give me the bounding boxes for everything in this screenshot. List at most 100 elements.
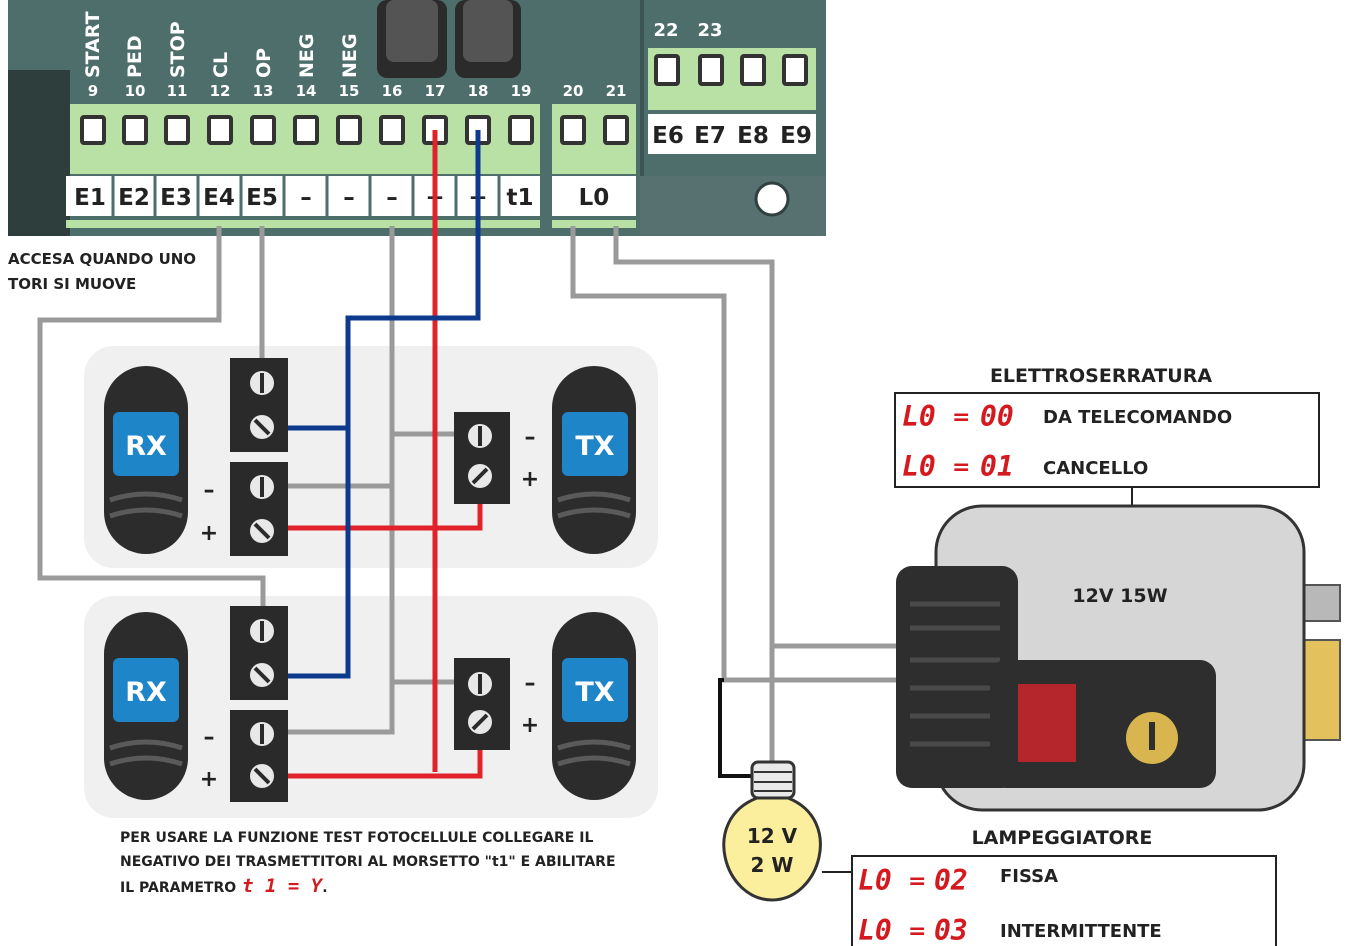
lamp-option-1: L0 = 03 INTERMITTENTE bbox=[858, 914, 1162, 946]
num-13: 13 bbox=[253, 82, 274, 100]
rx2-minus: – bbox=[204, 725, 215, 750]
num-21: 21 bbox=[606, 82, 627, 100]
num-16: 16 bbox=[382, 82, 403, 100]
screw-terminals bbox=[230, 358, 510, 802]
tx-device-2: TX bbox=[552, 612, 636, 800]
blue-wires bbox=[288, 130, 481, 679]
note-bottom: PER USARE LA FUNZIONE TEST FOTOCELLULE C… bbox=[120, 830, 616, 897]
term-e6: E6 bbox=[652, 123, 684, 149]
board-hole bbox=[754, 181, 790, 217]
rx-label-2: RX bbox=[125, 677, 167, 708]
num-9: 9 bbox=[88, 82, 98, 100]
label-stop: STOP bbox=[167, 21, 189, 78]
rx1-terminal-upper bbox=[230, 358, 288, 452]
term-e7: E7 bbox=[694, 123, 726, 149]
lamp-option-1-code: L0 bbox=[858, 914, 892, 946]
note-top-line1: ACCESA QUANDO UNO bbox=[8, 250, 196, 268]
rx1-plus: + bbox=[200, 521, 218, 546]
term-neg-16: – bbox=[386, 185, 398, 211]
num-20: 20 bbox=[563, 82, 584, 100]
lock-option-0-value: 00 bbox=[980, 400, 1014, 433]
num-14: 14 bbox=[296, 82, 317, 100]
lock-option-1: L0 = 01 CANCELLO bbox=[902, 450, 1148, 483]
polarity-labels: – + – + – + – + bbox=[200, 425, 539, 792]
tx1-plus: + bbox=[521, 467, 539, 492]
note-bottom-param-code: t 1 = Y bbox=[242, 875, 324, 897]
rx1-minus: – bbox=[204, 478, 215, 503]
lock-connector-block bbox=[896, 566, 1018, 788]
label-strip-right bbox=[648, 114, 816, 154]
rx-device-1: RX bbox=[104, 366, 188, 554]
terminal-numbers: 9 10 11 12 13 14 15 16 17 18 19 20 21 bbox=[88, 82, 627, 100]
num-15: 15 bbox=[339, 82, 360, 100]
red-wires bbox=[288, 130, 483, 779]
num-10: 10 bbox=[125, 82, 146, 100]
lock-option-0: L0 = 00 DA TELECOMANDO bbox=[902, 400, 1232, 433]
tx1-minus: – bbox=[525, 425, 536, 450]
tx2-plus: + bbox=[521, 713, 539, 738]
note-bottom-line1: PER USARE LA FUNZIONE TEST FOTOCELLULE C… bbox=[120, 830, 593, 846]
note-top-line2: TORI SI MUOVE bbox=[8, 275, 136, 293]
lamp-wire bbox=[718, 678, 756, 778]
bulb-icon bbox=[722, 760, 822, 902]
lamp-option-1-eq: = bbox=[908, 919, 926, 944]
num-19: 19 bbox=[511, 82, 532, 100]
control-board: START PED STOP CL OP NEG NEG 22 23 9 10 … bbox=[8, 0, 826, 236]
lamp-option-1-value: 03 bbox=[934, 914, 968, 946]
label-23: 23 bbox=[697, 20, 722, 41]
num-11: 11 bbox=[167, 82, 188, 100]
term-t1: t1 bbox=[507, 185, 534, 211]
lock-title: ELETTROSERRATURA bbox=[990, 365, 1212, 387]
label-neg-1: NEG bbox=[296, 34, 318, 78]
lamp-power: 2 W bbox=[751, 853, 794, 877]
lock-option-0-eq: = bbox=[952, 405, 970, 430]
num-17: 17 bbox=[425, 82, 446, 100]
label-ped: PED bbox=[124, 35, 146, 78]
tx-badge-1 bbox=[562, 412, 628, 476]
label-neg-2: NEG bbox=[339, 34, 361, 78]
term-e3: E3 bbox=[160, 185, 192, 211]
term-l0: L0 bbox=[579, 185, 610, 211]
rx2-terminal-lower bbox=[230, 710, 288, 802]
board-top-labels: START PED STOP CL OP NEG NEG 22 23 bbox=[82, 11, 723, 78]
term-e1: E1 bbox=[74, 185, 106, 211]
tx-device-1: TX bbox=[552, 366, 636, 554]
tx2-terminal bbox=[454, 658, 510, 750]
photocell-panel-1 bbox=[84, 346, 658, 568]
photocell-panel-2 bbox=[84, 596, 658, 818]
label-strip-l0 bbox=[552, 176, 636, 216]
term-e2: E2 bbox=[118, 185, 150, 211]
right-terminal-labels: E6 E7 E8 E9 bbox=[652, 123, 812, 149]
tx2-minus: – bbox=[525, 671, 536, 696]
lock-option-1-value: 01 bbox=[980, 450, 1014, 483]
lock-option-1-text: CANCELLO bbox=[1043, 458, 1148, 479]
lock-button bbox=[1018, 684, 1076, 762]
lock-option-0-text: DA TELECOMANDO bbox=[1043, 407, 1232, 428]
note-bottom-param-end: . bbox=[322, 880, 327, 896]
lamp-option-1-text: INTERMITTENTE bbox=[1000, 921, 1162, 942]
label-op: OP bbox=[253, 48, 275, 78]
rx-device-2: RX bbox=[104, 612, 188, 800]
lamp-option-0-text: FISSA bbox=[1000, 866, 1058, 887]
lock-rating: 12V 15W bbox=[1072, 585, 1167, 607]
term-e8: E8 bbox=[737, 123, 769, 149]
note-bottom-line2: NEGATIVO DEI TRASMETTITORI AL MORSETTO "… bbox=[120, 854, 616, 870]
lamp-options-box bbox=[851, 855, 1277, 946]
rx-label-1: RX bbox=[125, 431, 167, 462]
num-18: 18 bbox=[468, 82, 489, 100]
num-12: 12 bbox=[210, 82, 231, 100]
tx-label-1: TX bbox=[575, 431, 614, 462]
term-neg-14: – bbox=[300, 185, 312, 211]
lock-option-0-code: L0 bbox=[902, 400, 936, 433]
lock-option-1-eq: = bbox=[952, 455, 970, 480]
term-e9: E9 bbox=[780, 123, 812, 149]
lamp-option-0-eq: = bbox=[908, 869, 926, 894]
board-connector bbox=[8, 70, 70, 236]
tx-label-2: TX bbox=[575, 677, 614, 708]
label-strip bbox=[66, 176, 540, 216]
rx2-plus: + bbox=[200, 767, 218, 792]
label-cl: CL bbox=[210, 52, 232, 78]
tx1-terminal bbox=[454, 412, 510, 504]
